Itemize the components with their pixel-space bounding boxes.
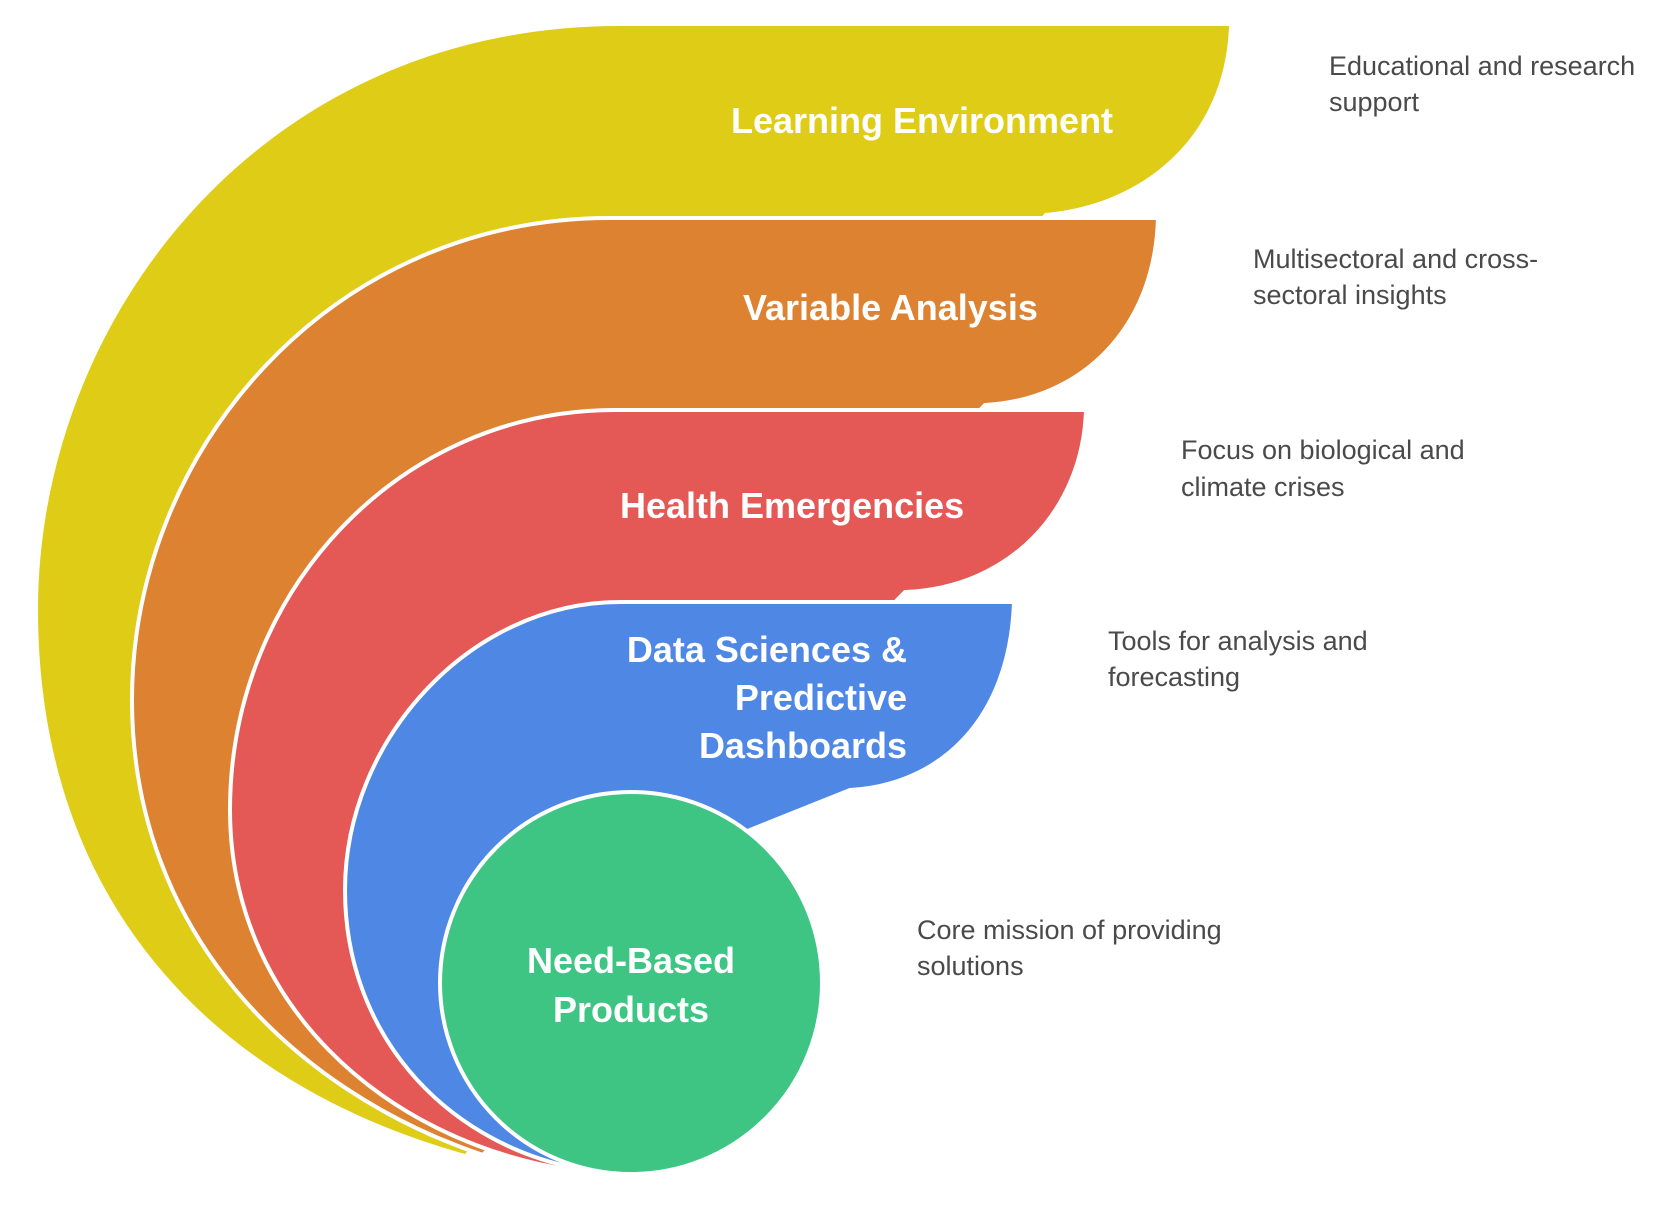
description-need-based-products: Core mission of providing solutions bbox=[917, 915, 1222, 981]
band-label-line: Predictive bbox=[735, 677, 907, 718]
description-learning-environment: Educational and research support bbox=[1329, 51, 1635, 117]
description-line: Educational and research bbox=[1329, 51, 1635, 81]
description-line: Multisectoral and cross- bbox=[1253, 244, 1538, 274]
description-line: support bbox=[1329, 87, 1420, 117]
layer-need-based-products: Need-Based Products bbox=[438, 790, 824, 1176]
band-label-line: Products bbox=[553, 989, 709, 1030]
description-variable-analysis: Multisectoral and cross- sectoral insigh… bbox=[1253, 244, 1538, 310]
core-circle bbox=[438, 790, 824, 1176]
description-line: Tools for analysis and bbox=[1108, 626, 1368, 656]
description-line: Focus on biological and bbox=[1181, 435, 1465, 465]
description-line: solutions bbox=[917, 951, 1024, 981]
description-line: forecasting bbox=[1108, 662, 1240, 692]
band-label: Health Emergencies bbox=[620, 485, 964, 526]
band-label-line: Dashboards bbox=[699, 725, 907, 766]
band-label: Learning Environment bbox=[731, 100, 1113, 141]
description-line: climate crises bbox=[1181, 472, 1345, 502]
description-data-sciences: Tools for analysis and forecasting bbox=[1108, 626, 1368, 692]
band-label-line: Need-Based bbox=[527, 940, 735, 981]
description-health-emergencies: Focus on biological and climate crises bbox=[1181, 435, 1465, 502]
description-line: sectoral insights bbox=[1253, 280, 1447, 310]
band-label: Variable Analysis bbox=[743, 287, 1038, 328]
band-label-line: Data Sciences & bbox=[627, 629, 907, 670]
description-line: Core mission of providing bbox=[917, 915, 1222, 945]
